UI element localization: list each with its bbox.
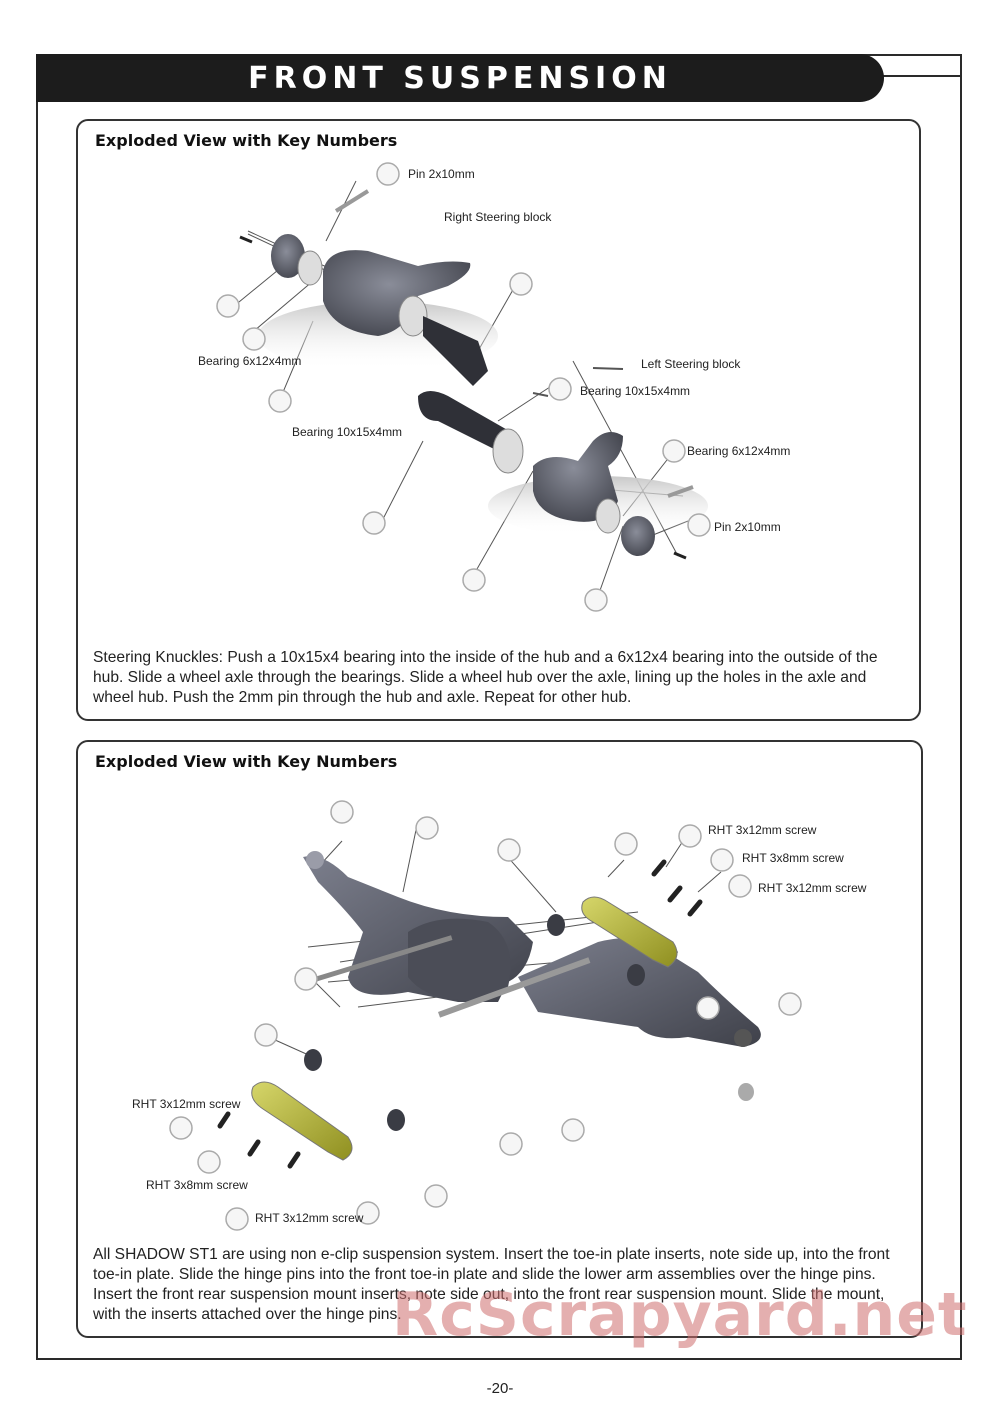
key-callout bbox=[614, 832, 638, 856]
label-screw-bl1: RHT 3x12mm screw bbox=[132, 1097, 241, 1111]
steering-knuckle-instructions: Steering Knuckles: Push a 10x15x4 bearin… bbox=[93, 649, 878, 706]
key-callout bbox=[548, 377, 572, 401]
key-callout bbox=[696, 996, 720, 1020]
key-callout bbox=[242, 327, 266, 351]
key-callout bbox=[728, 874, 752, 898]
front-bulkhead-parts bbox=[298, 851, 761, 1047]
suspension-mount-instructions: All SHADOW ST1 are using non e-clip susp… bbox=[93, 1246, 890, 1323]
key-callout bbox=[268, 389, 292, 413]
label-right-steering-block: Right Steering block bbox=[444, 210, 552, 224]
key-callout bbox=[376, 162, 400, 186]
key-callout bbox=[415, 816, 439, 840]
key-callout bbox=[216, 294, 240, 318]
key-callout bbox=[197, 1150, 221, 1174]
key-callout bbox=[362, 511, 386, 535]
label-screw-bl3: RHT 3x12mm screw bbox=[255, 1211, 364, 1225]
key-callout bbox=[497, 838, 521, 862]
panel-heading: Exploded View with Key Numbers bbox=[95, 752, 398, 771]
title-connector-line bbox=[880, 75, 962, 77]
key-callout bbox=[561, 1118, 585, 1142]
key-callout bbox=[356, 1201, 380, 1225]
page-number: -20- bbox=[486, 1380, 514, 1397]
key-callout bbox=[225, 1207, 249, 1231]
label-bearing-right-top: Bearing 10x15x4mm bbox=[580, 384, 690, 398]
key-callout bbox=[462, 568, 486, 592]
label-screw-tr3: RHT 3x12mm screw bbox=[758, 881, 867, 895]
key-callout bbox=[778, 992, 802, 1016]
suspension-mount-panel: Exploded View with Key Numbers bbox=[76, 740, 923, 1338]
title-bar: FRONT SUSPENSION bbox=[36, 54, 884, 102]
key-callout bbox=[294, 967, 318, 991]
toe-in-plates bbox=[251, 896, 678, 1161]
key-callout bbox=[424, 1184, 448, 1208]
suspension-mount-exploded-diagram: RHT 3x12mm screw RHT 3x8mm screw RHT 3x1… bbox=[132, 800, 867, 1231]
steering-knuckle-exploded-diagram: Pin 2x10mm Right Steering block Bearing … bbox=[198, 162, 790, 612]
key-callout bbox=[169, 1116, 193, 1140]
label-screw-bl2: RHT 3x8mm screw bbox=[146, 1178, 248, 1192]
steering-knuckle-panel: Exploded View with Key Numbers bbox=[76, 119, 921, 721]
key-callout bbox=[254, 1023, 278, 1047]
label-bearing-mid: Bearing 10x15x4mm bbox=[292, 425, 402, 439]
key-callout bbox=[330, 800, 354, 824]
label-left-steering-block: Left Steering block bbox=[641, 357, 741, 371]
label-bearing-left: Bearing 6x12x4mm bbox=[198, 354, 301, 368]
key-callout bbox=[499, 1132, 523, 1156]
label-screw-tr1: RHT 3x12mm screw bbox=[708, 823, 817, 837]
key-callout bbox=[710, 848, 734, 872]
right-steering-block-parts bbox=[239, 189, 488, 386]
label-pin-top: Pin 2x10mm bbox=[408, 167, 475, 181]
left-steering-block-parts bbox=[418, 367, 694, 560]
page-title: FRONT SUSPENSION bbox=[248, 60, 672, 96]
key-callout bbox=[584, 588, 608, 612]
key-callout bbox=[687, 513, 711, 537]
label-bearing-right: Bearing 6x12x4mm bbox=[687, 444, 790, 458]
key-callout bbox=[662, 439, 686, 463]
panel-heading: Exploded View with Key Numbers bbox=[95, 131, 398, 150]
key-callout bbox=[509, 272, 533, 296]
label-screw-tr2: RHT 3x8mm screw bbox=[742, 851, 844, 865]
label-pin-right: Pin 2x10mm bbox=[714, 520, 781, 534]
key-callout bbox=[678, 824, 702, 848]
